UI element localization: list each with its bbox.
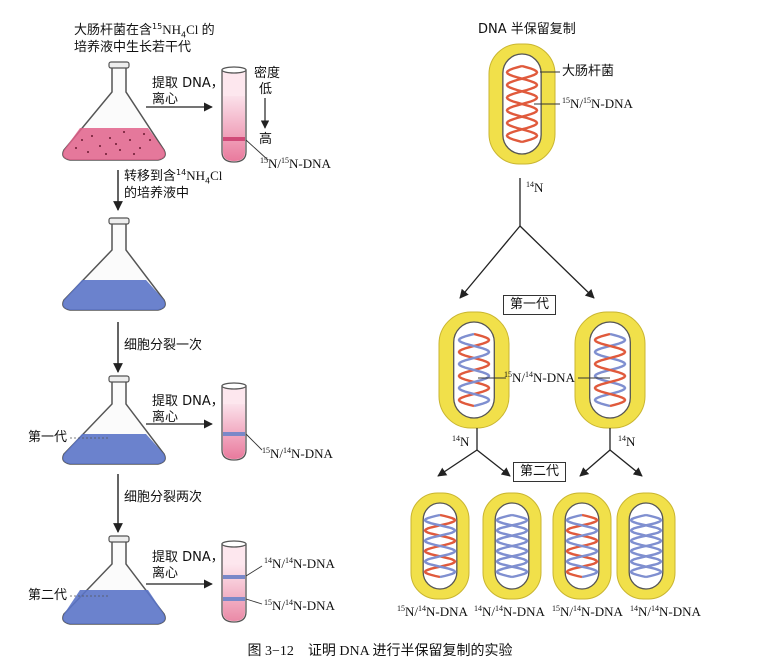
density-low: 低 [259,82,273,97]
gen2-bacterium-1-icon [410,492,470,600]
flask-3-icon [62,375,166,465]
tube-1-icon [221,66,247,163]
divide-twice-label: 细胞分裂两次 [124,490,203,505]
top-caption-line1: 大肠杆菌在含15NH4Cl 的 [74,22,215,40]
bottom-label-2: 14N/14N-DNA [474,604,545,619]
leader-1414 [245,565,263,577]
gen1-box: 第一代 [503,295,557,315]
transfer-label-1: 转移到含14NH4Cl [124,168,223,186]
gen1-bacterium-right-icon [574,311,646,429]
n14-label-right: 14N [618,434,636,449]
leader-1515 [245,139,269,161]
gen1-label-left: 第一代 [28,430,68,445]
gen1-dna-label: 15N/14N-DNA [504,370,575,385]
tube-3-icon [221,540,247,623]
top-caption-line2: 培养液中生长若干代 [74,40,192,55]
leader-1514-a [245,433,263,451]
branch-2-2 [476,449,511,477]
extract-label-1b: 离心 [152,92,179,107]
figure-caption: 图 3−12 证明 DNA 进行半保留复制的实验 [247,644,513,659]
branch-2-4 [609,449,643,477]
gen2-label-left: 第二代 [28,588,68,603]
label-1514b-left: 15N/14N-DNA [264,598,335,613]
branch-2-3 [579,449,611,477]
leader-1514-b [245,598,263,605]
divide-once-label: 细胞分裂一次 [124,338,203,353]
n14-label-left: 14N [452,434,470,449]
label-1514-left: 15N/14N-DNA [262,446,333,461]
bottom-label-4: 14N/14N-DNA [630,604,701,619]
extract-label-2b: 离心 [152,410,179,425]
n14-label-top: 14N [526,180,544,195]
extract-label-2: 提取 DNA， [152,394,224,409]
extract-label-1: 提取 DNA， [152,76,224,91]
gen2-bacterium-2-icon [482,492,542,600]
gen2-box: 第二代 [513,462,567,482]
extract-label-3: 提取 DNA， [152,550,224,565]
parent-bacterium-icon [488,43,556,165]
branch-right [519,225,595,299]
ecoli-label: 大肠杆菌 [562,64,615,79]
density-high: 高 [259,132,273,147]
tube-2-icon [221,382,247,461]
bottom-label-1: 15N/14N-DNA [397,604,468,619]
bottom-label-3: 15N/14N-DNA [552,604,623,619]
flask-4-icon [62,535,166,625]
density-label: 密度 [254,66,281,81]
gen2-bacterium-4-icon [616,492,676,600]
right-title: DNA 半保留复制 [478,22,576,37]
flask-1-icon [62,61,166,161]
label-1515-left: 15N/15N-DNA [260,156,331,171]
flask-2-icon [62,217,166,311]
transfer-label-2: 的培养液中 [124,186,190,201]
branch-2-1 [437,449,478,477]
gen2-bacterium-3-icon [552,492,612,600]
parent-dna-label: 15N/15N-DNA [562,96,633,111]
gen1-bacterium-left-icon [438,311,510,429]
extract-label-3b: 离心 [152,566,179,581]
branch-left [459,225,521,299]
label-1414-left: 14N/14N-DNA [264,556,335,571]
